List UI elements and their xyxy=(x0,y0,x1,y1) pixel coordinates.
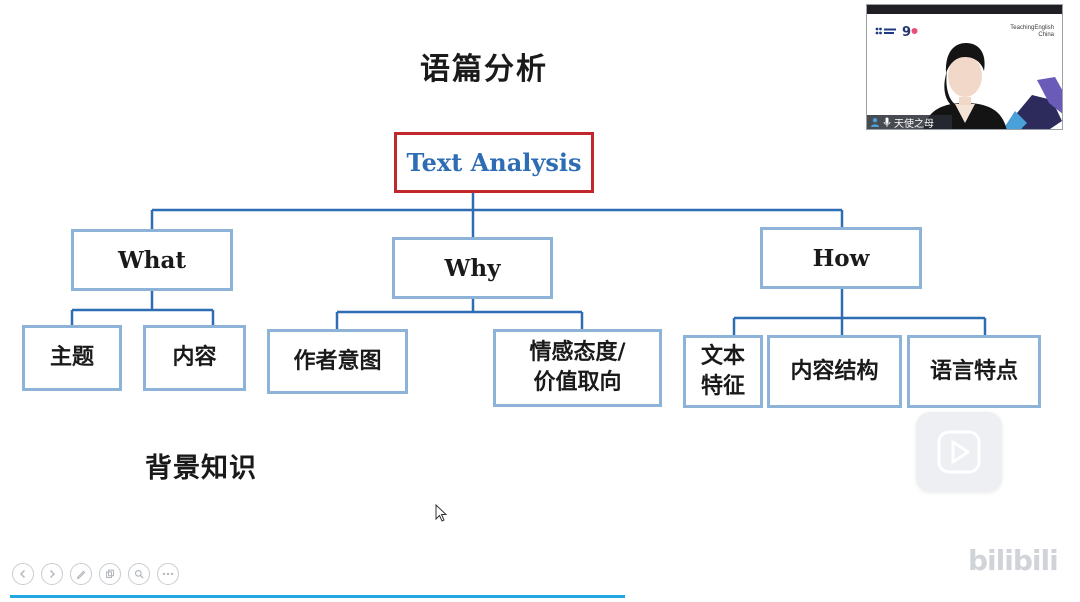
mouse-cursor-icon xyxy=(435,504,448,522)
speaker-name-bar: 天使之母 xyxy=(867,115,952,129)
british-council-logo: 9 xyxy=(875,23,919,39)
user-icon xyxy=(871,118,879,127)
node-how: How xyxy=(760,227,922,289)
node-content-structure: 内容结构 xyxy=(767,335,902,408)
node-why: Why xyxy=(392,237,553,299)
webcam-window[interactable]: 9 TeachingEnglish China 天使之母 xyxy=(866,4,1063,130)
speaker-name: 天使之母 xyxy=(894,118,934,130)
node-text-features: 文本 特征 xyxy=(683,335,763,408)
node-what: What xyxy=(71,229,233,291)
microphone-icon xyxy=(883,117,891,127)
video-progress-bar[interactable] xyxy=(10,595,625,598)
node-content: 内容 xyxy=(143,325,246,391)
slideshow-toolbar xyxy=(12,563,179,585)
teachingenglish-logo: TeachingEnglish China xyxy=(1010,25,1054,38)
pen-icon[interactable] xyxy=(70,563,92,585)
node-language-features: 语言特点 xyxy=(907,335,1041,408)
more-icon[interactable] xyxy=(157,563,179,585)
webcam-topbar xyxy=(867,5,1062,14)
root-node-text-analysis: Text Analysis xyxy=(394,132,594,193)
play-button[interactable] xyxy=(916,412,1002,492)
node-author-intent: 作者意图 xyxy=(267,329,408,394)
play-icon xyxy=(937,430,981,474)
prev-icon[interactable] xyxy=(12,563,34,585)
anniversary-logo: 9 xyxy=(902,25,918,39)
copy-icon[interactable] xyxy=(99,563,121,585)
background-knowledge-label: 背景知识 xyxy=(145,453,257,484)
node-theme: 主题 xyxy=(22,325,122,391)
bilibili-watermark: bilibili xyxy=(968,544,1059,577)
speaker-video xyxy=(923,43,1062,129)
svg-text:9: 9 xyxy=(902,25,911,39)
node-attitude-values: 情感态度/ 价值取向 xyxy=(493,329,662,407)
next-icon[interactable] xyxy=(41,563,63,585)
slide-title: 语篇分析 xyxy=(420,52,548,87)
zoom-icon[interactable] xyxy=(128,563,150,585)
